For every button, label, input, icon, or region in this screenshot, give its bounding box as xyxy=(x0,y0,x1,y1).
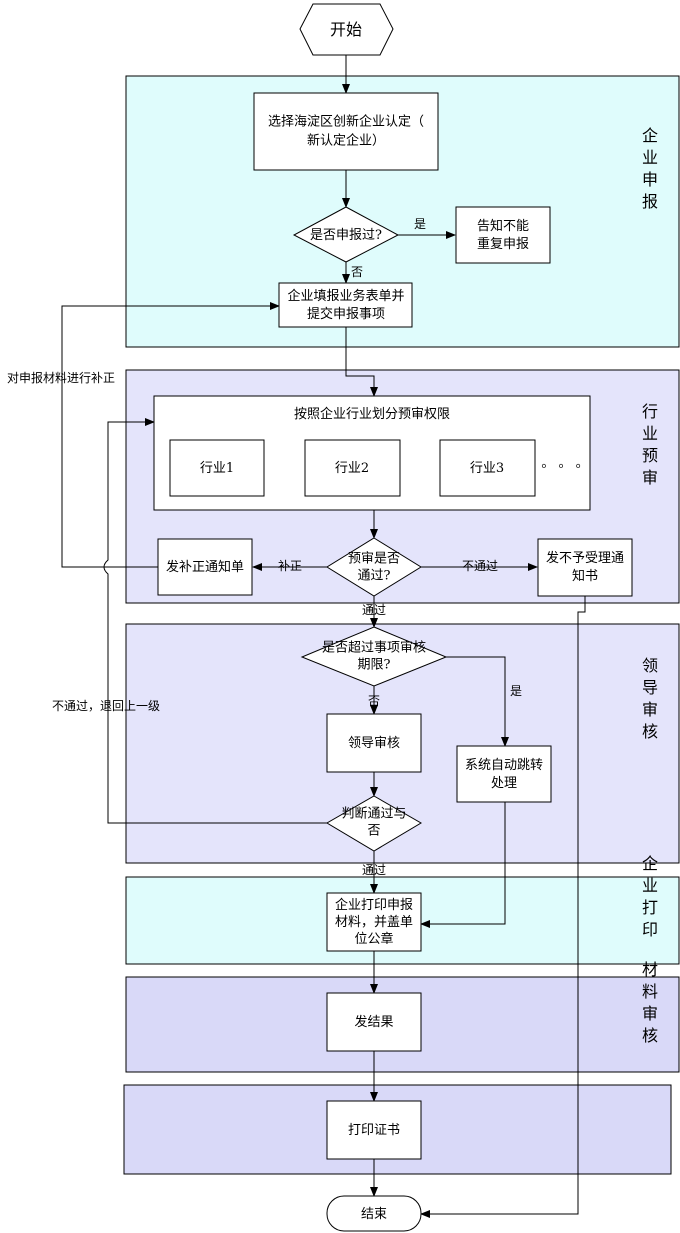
edge-supplement-loop xyxy=(61,302,280,568)
industry-3-label: 行业3 xyxy=(470,461,504,476)
applied-question-label: 是否申报过? xyxy=(310,228,382,243)
edge-label-supplement: 补正 xyxy=(278,559,302,573)
overdue-question-label: 是否超过事项审核期限? xyxy=(322,640,426,672)
divide-label: 按照企业行业划分预审权限 xyxy=(294,406,450,422)
fill-form-label: 企业填报业务表单并提交申报事项 xyxy=(287,288,404,322)
leader-review-label: 领导审核 xyxy=(348,736,400,751)
edge-label-yes-applied: 是 xyxy=(414,217,426,231)
edge-label-pass-prereview: 通过 xyxy=(362,603,386,617)
edge-fill-divide xyxy=(345,327,378,397)
industry-1-box xyxy=(169,439,265,497)
lane-title-leader-review: 领导审核 xyxy=(642,656,658,741)
issue-result-box xyxy=(326,992,422,1052)
reject-notice-box xyxy=(537,538,633,597)
edge-label-fail: 不通过 xyxy=(462,559,498,573)
fill-form-box xyxy=(278,282,413,328)
industry-2-box xyxy=(304,439,401,497)
edge-reject-end xyxy=(420,596,586,1218)
notify-box xyxy=(455,206,551,264)
more-industries-ellipsis: 。 。 。 xyxy=(541,456,588,471)
judge-question xyxy=(326,795,422,852)
print-materials-label: 企业打印申报材料，并盖单位公章 xyxy=(335,897,413,947)
side-label-return: 不通过，退回上一级 xyxy=(52,699,160,713)
lane-title-industry-review: 行业预审 xyxy=(642,402,658,487)
print-materials-box xyxy=(326,892,422,952)
select-type-box xyxy=(253,92,439,171)
auto-jump-label: 系统自动跳转处理 xyxy=(465,758,543,791)
auto-jump-box xyxy=(456,745,552,803)
edge-label-pass-judge: 通过 xyxy=(362,863,386,877)
end-label: 结束 xyxy=(361,1207,387,1222)
start-node xyxy=(299,3,394,56)
edge-label-no-applied: 否 xyxy=(351,265,363,279)
edge-auto-print xyxy=(420,802,506,928)
applied-question xyxy=(292,206,400,263)
leader-review-box xyxy=(326,713,422,773)
edge-overdue-auto xyxy=(446,656,509,747)
supplement-notice-box xyxy=(157,538,253,596)
edge-judge-return xyxy=(103,418,327,824)
lane-title-enterprise-apply: 企业申报 xyxy=(642,126,658,211)
print-cert-box xyxy=(326,1100,422,1160)
side-label-supplement: 对申报材料进行补正 xyxy=(7,370,115,385)
select-type-label: 选择海淀区创新企业认定（新认定企业） xyxy=(268,113,424,148)
reject-notice-label: 发不予受理通知书 xyxy=(546,550,624,584)
industry-1-label: 行业1 xyxy=(200,461,234,476)
end-node xyxy=(326,1195,422,1232)
prereview-question xyxy=(326,537,422,597)
lane-title-enterprise-print: 企业打印 xyxy=(642,854,658,939)
industry-3-box xyxy=(439,439,536,497)
industry-2-label: 行业2 xyxy=(335,461,369,476)
lane-title-material-review: 材料审核 xyxy=(642,960,658,1045)
prereview-question-label: 预审是否通过? xyxy=(348,551,400,583)
edge-label-no-overdue: 否 xyxy=(368,694,380,708)
judge-question-label: 判断通过与否 xyxy=(341,806,406,838)
issue-result-label: 发结果 xyxy=(354,1014,393,1030)
overdue-question xyxy=(300,626,448,687)
notify-label: 告知不能重复申报 xyxy=(477,218,529,252)
start-label: 开始 xyxy=(330,20,362,39)
print-cert-label: 打印证书 xyxy=(348,1123,400,1138)
edge-label-yes-overdue: 是 xyxy=(510,684,522,698)
supplement-notice-label: 发补正通知单 xyxy=(166,559,244,575)
